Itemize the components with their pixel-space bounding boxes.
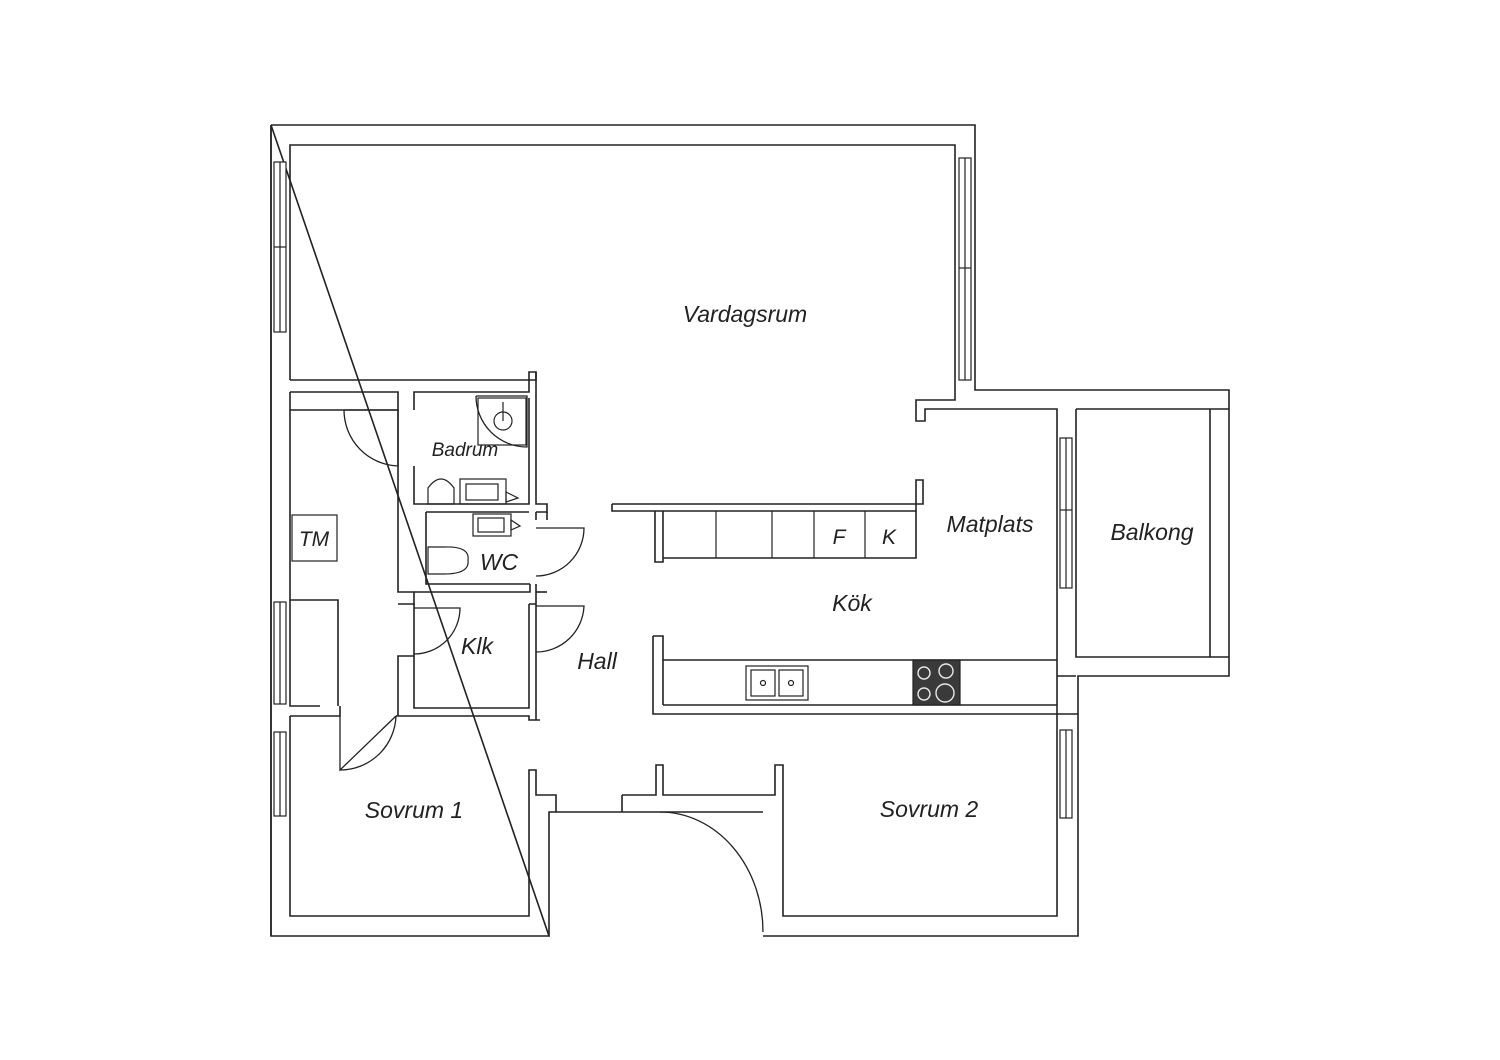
label-kok: Kök [832, 590, 873, 616]
fixtures [291, 395, 961, 706]
label-sovrum2: Sovrum 2 [880, 796, 979, 822]
door-sovrum1 [339, 715, 397, 772]
door-entrance [659, 811, 764, 933]
door-klk-left [413, 607, 461, 655]
label-freezer: K [882, 526, 897, 549]
outer-walls [270, 124, 1230, 937]
label-sovrum1: Sovrum 1 [365, 797, 463, 823]
label-hall: Hall [577, 648, 618, 674]
label-wc: WC [480, 549, 519, 575]
door-klk-right [535, 605, 585, 653]
windows [273, 157, 1073, 819]
toilet-badrum [427, 478, 455, 505]
interior-walls [397, 371, 1057, 720]
doors [339, 409, 764, 933]
label-balkong: Balkong [1110, 519, 1193, 545]
toilet-wc [427, 546, 469, 575]
shower [475, 395, 528, 448]
label-fridge: F [833, 526, 847, 549]
labels: Vardagsrum Badrum WC TM Matplats Balkong… [299, 301, 1194, 823]
label-tm: TM [299, 528, 330, 551]
label-matplats: Matplats [947, 511, 1034, 537]
door-badrum [343, 409, 399, 467]
kitchen-sink [745, 665, 809, 701]
tm-box [291, 514, 338, 562]
sink-wc [472, 513, 512, 537]
door-wc [535, 527, 585, 577]
label-vardagsrum: Vardagsrum [683, 301, 807, 327]
label-badrum: Badrum [432, 440, 499, 461]
label-klk: Klk [461, 633, 494, 659]
